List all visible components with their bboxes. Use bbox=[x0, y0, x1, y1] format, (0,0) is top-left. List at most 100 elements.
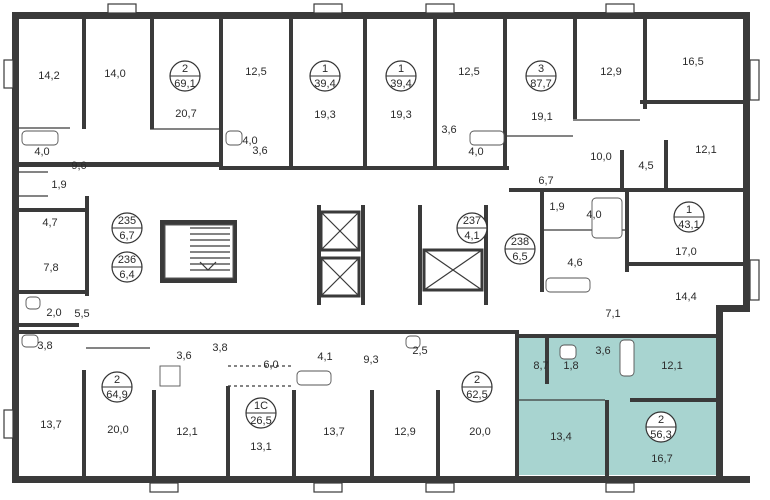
room-area: 13,1 bbox=[250, 441, 271, 453]
room-area: 4,1 bbox=[317, 351, 332, 363]
room-area: 3,8 bbox=[212, 342, 227, 354]
apartment-room-count: 1 bbox=[398, 63, 404, 75]
apartment-area: 87,7 bbox=[530, 78, 551, 90]
storage-area: 4,1 bbox=[464, 230, 479, 242]
storage-number: 235 bbox=[118, 215, 136, 227]
apartment-marker[interactable]: 1С 26,5 bbox=[245, 397, 277, 429]
room-area: 4,0 bbox=[468, 146, 483, 158]
storage-number: 236 bbox=[118, 254, 136, 266]
apartment-room-count: 2 bbox=[114, 374, 120, 386]
room-area: 19,1 bbox=[531, 111, 552, 123]
room-area: 3,6 bbox=[595, 345, 610, 357]
room-area: 20,0 bbox=[107, 424, 128, 436]
apartment-area: 64,9 bbox=[106, 389, 127, 401]
room-labels: 14,2 14,0 20,7 12,5 19,3 19,3 12,5 19,1 … bbox=[34, 56, 716, 465]
room-area: 9,3 bbox=[363, 354, 378, 366]
exterior-walls bbox=[12, 12, 750, 483]
selected-apartment-highlight[interactable] bbox=[519, 338, 716, 475]
room-area: 4,7 bbox=[42, 217, 57, 229]
storage-area: 6,7 bbox=[119, 230, 134, 242]
room-area: 20,7 bbox=[175, 108, 196, 120]
room-area: 19,3 bbox=[314, 109, 335, 121]
room-area: 9,6 bbox=[71, 160, 86, 172]
storage-area: 6,4 bbox=[119, 269, 134, 281]
apartment-room-count: 1 bbox=[322, 63, 328, 75]
apartment-area: 39,4 bbox=[314, 78, 335, 90]
room-area: 3,6 bbox=[441, 124, 456, 136]
apartment-marker[interactable]: 238 6,5 bbox=[504, 233, 536, 265]
apartment-marker[interactable]: 1 43,1 bbox=[673, 201, 705, 233]
room-area: 1,9 bbox=[549, 201, 564, 213]
apartment-room-count: 3 bbox=[538, 63, 544, 75]
apartment-room-count: 1 bbox=[686, 204, 692, 216]
room-area: 8,7 bbox=[533, 360, 548, 372]
apartment-room-count: 2 bbox=[474, 374, 480, 386]
room-area: 2,5 bbox=[412, 345, 427, 357]
bath-fixtures bbox=[21, 130, 635, 387]
room-area: 12,1 bbox=[695, 144, 716, 156]
room-area: 16,5 bbox=[682, 56, 703, 68]
room-area: 14,0 bbox=[104, 68, 125, 80]
apartment-marker[interactable]: 237 4,1 bbox=[456, 212, 488, 244]
room-area: 1,8 bbox=[563, 360, 578, 372]
room-area: 17,0 bbox=[675, 246, 696, 258]
room-area: 16,7 bbox=[651, 453, 672, 465]
window-bays bbox=[3, 3, 760, 493]
apartment-area: 69,1 bbox=[174, 78, 195, 90]
room-area: 3,8 bbox=[37, 340, 52, 352]
room-area: 12,5 bbox=[458, 66, 479, 78]
apartment-marker[interactable]: 3 87,7 bbox=[525, 60, 557, 92]
room-area: 6,7 bbox=[538, 175, 553, 187]
apartment-area: 39,4 bbox=[390, 78, 411, 90]
apartment-room-count: 2 bbox=[658, 414, 664, 426]
room-area: 7,1 bbox=[605, 308, 620, 320]
room-area: 12,9 bbox=[394, 426, 415, 438]
storage-number: 238 bbox=[511, 236, 529, 248]
apartment-marker[interactable]: 2 69,1 bbox=[169, 60, 201, 92]
apartment-marker[interactable]: 235 6,7 bbox=[111, 212, 143, 244]
apartment-marker[interactable]: 2 56,3 bbox=[645, 411, 677, 443]
room-area: 12,1 bbox=[661, 360, 682, 372]
room-area: 10,0 bbox=[590, 151, 611, 163]
elevator-shafts bbox=[319, 210, 484, 298]
apartment-markers: 2 69,1 1 39,4 1 39,4 3 87,7 1 43,1 bbox=[101, 60, 705, 443]
room-area: 6,0 bbox=[263, 359, 278, 371]
room-area: 1,9 bbox=[51, 179, 66, 191]
room-area: 5,5 bbox=[74, 308, 89, 320]
stairwell bbox=[164, 224, 234, 279]
apartment-marker[interactable]: 2 64,9 bbox=[101, 371, 133, 403]
room-area: 4,6 bbox=[567, 257, 582, 269]
apartment-area: 56,3 bbox=[650, 429, 671, 441]
room-area: 12,9 bbox=[600, 66, 621, 78]
room-area: 3,6 bbox=[176, 350, 191, 362]
apartment-area: 62,5 bbox=[466, 389, 487, 401]
apartment-area: 43,1 bbox=[678, 219, 699, 231]
apartment-marker[interactable]: 1 39,4 bbox=[385, 60, 417, 92]
room-area: 4,5 bbox=[638, 160, 653, 172]
room-area: 7,8 bbox=[43, 262, 58, 274]
room-area: 12,5 bbox=[245, 66, 266, 78]
room-area: 4,0 bbox=[34, 146, 49, 158]
room-area: 19,3 bbox=[390, 109, 411, 121]
apartment-room-count: 1С bbox=[254, 400, 268, 412]
apartment-marker[interactable]: 2 62,5 bbox=[461, 371, 493, 403]
room-area: 20,0 bbox=[469, 426, 490, 438]
room-area: 13,4 bbox=[550, 431, 571, 443]
room-area: 13,7 bbox=[40, 419, 61, 431]
room-area: 3,6 bbox=[252, 145, 267, 157]
storage-number: 237 bbox=[463, 215, 481, 227]
apartment-marker[interactable]: 236 6,4 bbox=[111, 251, 143, 283]
room-area: 4,0 bbox=[242, 135, 257, 147]
apartment-room-count: 2 bbox=[182, 63, 188, 75]
room-area: 14,4 bbox=[675, 291, 696, 303]
apartment-marker[interactable]: 1 39,4 bbox=[309, 60, 341, 92]
apartment-area: 26,5 bbox=[250, 415, 271, 427]
room-area: 13,7 bbox=[323, 426, 344, 438]
room-area: 14,2 bbox=[38, 70, 59, 82]
room-area: 2,0 bbox=[46, 307, 61, 319]
interior-walls bbox=[19, 19, 743, 476]
room-area: 12,1 bbox=[176, 426, 197, 438]
room-area: 4,0 bbox=[586, 209, 601, 221]
storage-area: 6,5 bbox=[512, 251, 527, 263]
